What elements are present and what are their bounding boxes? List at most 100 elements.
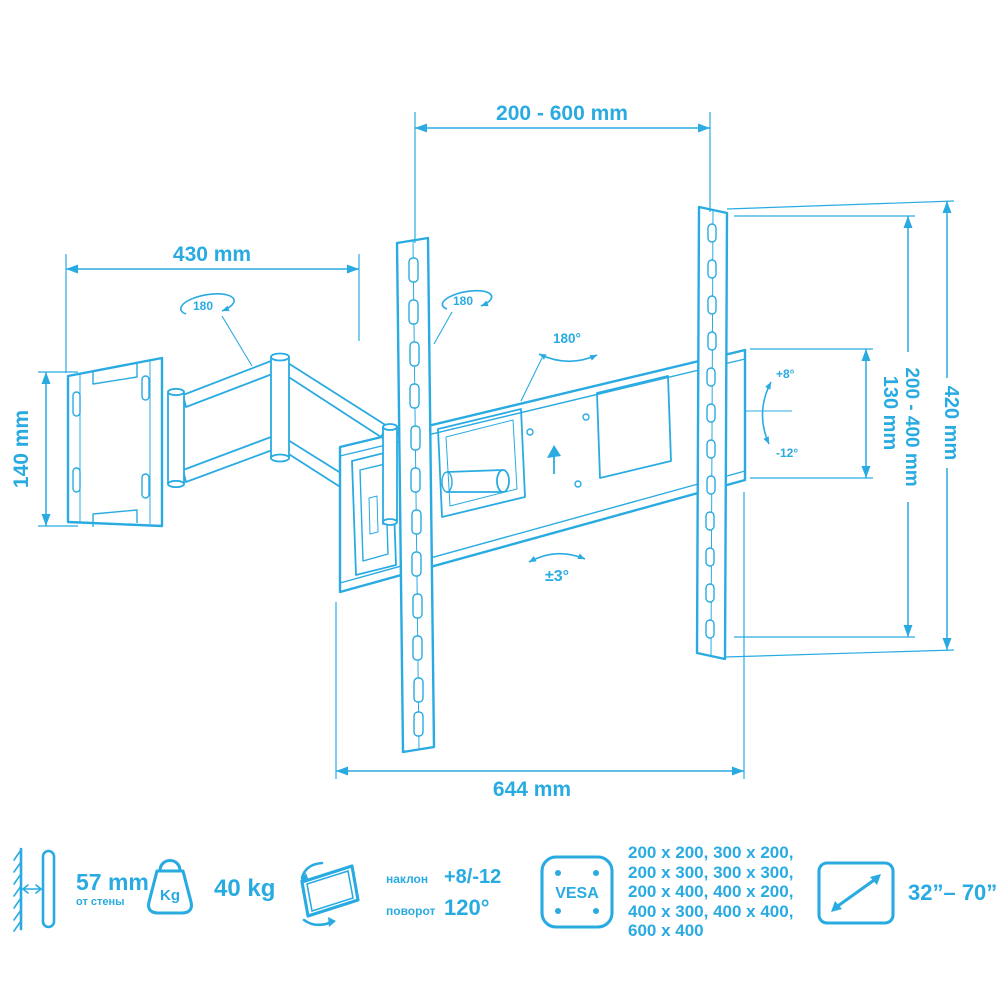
plate-cutout-mid — [437, 408, 526, 518]
arm-bar-upper-2 — [283, 362, 388, 438]
tilt-down-label: -12° — [776, 446, 798, 460]
vesa-line: 400 x 300, 400 x 400, — [628, 901, 794, 921]
tilt-label: наклон — [386, 871, 429, 886]
tilt-annotation: +8° -12° — [744, 367, 798, 460]
swivel-arm1-label: 180 — [193, 299, 213, 313]
distance-text: 57 mm от стены — [76, 869, 149, 908]
rail-slot — [408, 257, 419, 283]
wall-distance-icon — [13, 847, 56, 932]
weight-icon: Kg — [147, 858, 193, 915]
wall-plate-slot — [72, 391, 81, 417]
rail-slot — [705, 547, 715, 567]
distance-value: 57 mm — [76, 869, 149, 896]
plate-hole — [574, 480, 582, 488]
weight-icon-label: Kg — [160, 887, 180, 904]
dim-plate-height: 130 mm — [750, 348, 901, 479]
rail-slot — [707, 259, 717, 279]
arm-pivot-elbow — [270, 356, 290, 459]
rail-slot — [408, 299, 419, 325]
rail-slot — [412, 635, 423, 661]
swivel-plate-label: 180° — [553, 331, 581, 346]
dim-rail-height: 420 mm — [724, 200, 962, 658]
swivel-label: поворот — [386, 903, 436, 918]
swivel-arm2-label: 180 — [453, 294, 473, 308]
rail-slot — [410, 425, 421, 451]
screen-size-icon — [817, 861, 895, 925]
rail-slot — [706, 439, 716, 459]
motion-text: наклон +8/-12 поворот 120° — [386, 863, 501, 923]
wall-plate — [66, 356, 164, 528]
vesa-size-list: 200 x 200, 300 x 200, 200 x 300, 300 x 3… — [628, 843, 793, 941]
spec-motion: наклон +8/-12 поворот 120° — [290, 856, 501, 930]
tilt-row: наклон +8/-12 — [386, 866, 501, 889]
swivel-annotation-arm1: 180 — [179, 293, 253, 367]
dim-top-label: 200 - 600 mm — [496, 102, 628, 125]
rail-slot — [413, 711, 424, 737]
pivot-housing — [441, 469, 510, 493]
dim-wall-plate-label: 140 mm — [10, 410, 33, 488]
rail-slot — [705, 619, 715, 639]
left-vesa-rail — [395, 236, 436, 754]
wall-plate-slot — [141, 473, 150, 499]
dim-arm-label: 430 mm — [173, 243, 251, 266]
plate-hole — [582, 413, 590, 421]
orientation-arrow — [547, 445, 561, 474]
dim-rail-label: 420 mm — [940, 386, 962, 461]
rail-slot — [705, 511, 715, 531]
spec-weight: Kg 40 kg — [138, 850, 275, 928]
screen-size-value: 32”– 70” — [908, 880, 998, 905]
dim-vesa-range-label: 200 - 400 mm — [901, 367, 922, 486]
dim-arm-reach: 430 mm — [65, 243, 360, 373]
level-adjust-label: ±3° — [545, 568, 569, 585]
vesa-icon: VESA — [540, 855, 614, 929]
dim-wall-plate-height: 140 mm — [10, 371, 78, 527]
arm-bar-lower-1 — [182, 436, 276, 483]
rail-slot — [412, 593, 423, 619]
rail-slot — [706, 367, 716, 387]
tilt-up-label: +8° — [776, 367, 795, 381]
rail-slot — [411, 509, 422, 535]
weight-value: 40 kg — [214, 875, 276, 902]
swivel-annotation-plate: 180° — [520, 331, 598, 402]
wall-mount-drawing: 200 - 600 mm 430 mm 140 mm 130 mm 200 - … — [10, 102, 962, 801]
rail-slot — [413, 677, 424, 703]
wall-plate-slot — [72, 467, 81, 493]
vesa-line: 200 x 300, 300 x 300, — [628, 862, 794, 882]
rail-slot — [706, 403, 716, 423]
vesa-icon-label: VESA — [555, 885, 599, 902]
rail-slot — [409, 383, 420, 409]
dim-vesa-vertical-range: 200 - 400 mm — [734, 215, 922, 638]
wall-plate-slot — [141, 375, 150, 401]
plate-left-bracket — [351, 450, 397, 576]
rail-slot — [706, 475, 716, 495]
distance-sublabel: от стены — [76, 895, 125, 908]
spec-screen-size: 32”– 70” — [816, 860, 997, 926]
tilt-swivel-icon — [300, 861, 360, 927]
rail-slot — [409, 341, 420, 367]
dim-plate-label: 130 mm — [879, 376, 901, 451]
tilt-value: +8/-12 — [444, 865, 502, 888]
level-adjust-annotation: ±3° — [528, 552, 586, 585]
swivel-annotation-arm2: 180 — [433, 289, 493, 345]
vesa-line: 200 x 200, 300 x 200, — [628, 843, 794, 862]
rail-slot — [410, 467, 421, 493]
dim-bottom-label: 644 mm — [493, 778, 571, 801]
rail-slot — [705, 583, 715, 603]
dim-bottom-span: 644 mm — [335, 492, 745, 801]
rail-slot — [411, 551, 422, 577]
swivel-row: поворот 120° — [386, 895, 501, 920]
dim-top-span: 200 - 600 mm — [414, 102, 711, 243]
vesa-line: 600 x 400 — [628, 921, 704, 941]
spec-distance: 57 mm от стены — [12, 846, 149, 932]
arm-pivot-wall — [167, 391, 185, 485]
swivel-value: 120° — [444, 894, 490, 920]
plate-cutout-right — [596, 375, 672, 479]
arm-bar-upper-1 — [182, 360, 276, 408]
arm-pivot-tv — [382, 423, 398, 526]
right-vesa-rail — [695, 205, 729, 661]
rail-slot — [707, 223, 717, 243]
vesa-line: 200 x 400, 400 x 200, — [628, 882, 794, 902]
plate-hole — [526, 428, 534, 436]
spec-vesa: VESA 200 x 200, 300 x 200, 200 x 300, 30… — [538, 843, 793, 941]
